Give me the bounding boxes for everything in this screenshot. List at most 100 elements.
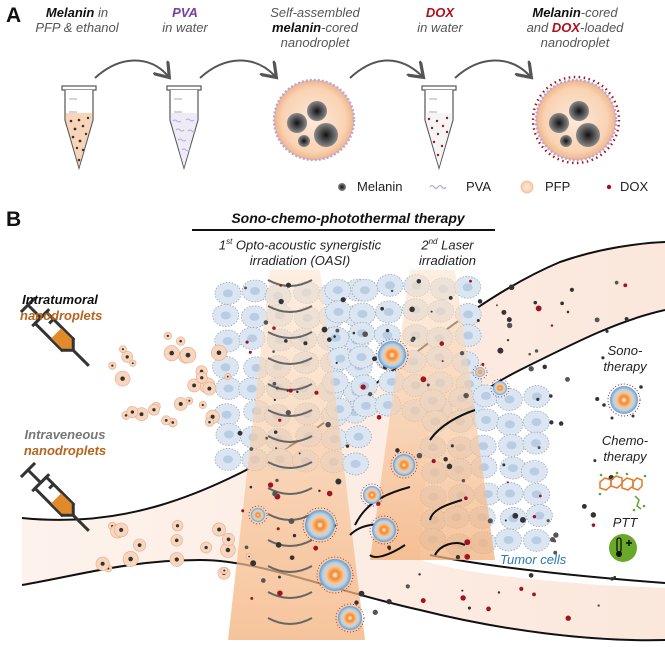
step-2-label: PVA in water <box>140 5 230 35</box>
tube-pva <box>166 85 202 171</box>
drug-particle <box>553 550 558 555</box>
step-3-line1: Self-assembled <box>270 5 360 20</box>
melanin-core <box>192 383 197 388</box>
drug-particle <box>495 304 498 307</box>
step-5-line3: nanodroplet <box>540 35 610 50</box>
microbubble <box>363 486 381 504</box>
microbubble <box>475 367 485 377</box>
drug-particle <box>335 361 338 364</box>
melanin-core <box>121 348 125 351</box>
drug-particle <box>352 331 356 335</box>
drug-particle <box>345 444 350 448</box>
therapy-title: Sono-chemo-photothermal therapy <box>231 210 465 226</box>
cell-nucleus <box>250 286 261 295</box>
dox-shell <box>375 338 409 372</box>
cell-nucleus <box>350 459 361 468</box>
drug-particle <box>275 447 278 450</box>
cell-nucleus <box>247 334 258 343</box>
step-1-label: Melanin in PFP & ethanol <box>22 5 132 35</box>
microbubble <box>378 341 406 369</box>
tumor-cells-label: Tumor cells <box>500 552 567 567</box>
drug-particle <box>426 383 430 387</box>
dox-term: DOX <box>425 5 455 20</box>
ultrasound-arc <box>267 305 313 313</box>
drug-particle <box>463 392 469 399</box>
melanin-core <box>174 557 179 562</box>
melanin-core <box>226 375 229 378</box>
drug-particle <box>395 448 400 453</box>
legend-pva: PVA <box>466 179 492 194</box>
line1: Intraveneous <box>24 427 106 442</box>
microbubble <box>372 518 396 542</box>
drug-particle <box>277 590 283 596</box>
drug-particle <box>469 279 472 283</box>
melanin-term: Melanin <box>532 5 581 20</box>
cell-nucleus <box>505 489 516 498</box>
laser-beam <box>370 270 495 560</box>
drug-particle <box>263 320 269 325</box>
tube-dox <box>421 85 457 171</box>
drug-particle <box>273 430 278 434</box>
drug-particle <box>476 318 480 323</box>
drug-particle <box>553 532 559 538</box>
ultrasound-arc <box>267 357 313 365</box>
drug-particle <box>477 299 483 304</box>
cell-nucleus <box>222 289 233 298</box>
drug-particle <box>528 366 534 372</box>
dox-molecule-icon <box>598 471 647 512</box>
drug-particle <box>284 339 288 343</box>
drug-particle <box>275 478 279 483</box>
drug-particle <box>420 376 427 383</box>
cell-nucleus <box>530 439 541 448</box>
pfp-circle-icon <box>520 180 534 194</box>
step-4-line2: in water <box>417 20 463 35</box>
drug-particle <box>481 362 485 366</box>
arrow-4 <box>454 59 530 78</box>
cell-nucleus <box>249 312 260 321</box>
drug-particle <box>390 289 394 293</box>
drug-particle <box>288 388 293 393</box>
drug-particle <box>519 586 524 591</box>
drug-particle <box>335 478 342 485</box>
cell-nucleus <box>463 331 474 340</box>
drug-particle <box>314 390 319 395</box>
drug-particle <box>535 305 542 312</box>
cell-nucleus <box>333 307 344 316</box>
step-2-line2: in water <box>162 20 208 35</box>
cell-nucleus <box>221 410 232 419</box>
drug-particle <box>272 491 278 497</box>
line2: irradiation <box>418 253 477 269</box>
melanin-core <box>175 524 180 528</box>
drug-particle <box>313 545 319 551</box>
melanin-core <box>100 561 105 566</box>
drug-particle <box>501 309 507 315</box>
drug-particle <box>461 479 466 483</box>
cell-nucleus <box>361 401 372 410</box>
drug-particle <box>260 578 266 583</box>
step-5-line2-pre: and <box>526 20 552 35</box>
syringe-intratumoral-icon <box>19 296 90 367</box>
drug-particle <box>275 542 282 548</box>
drug-particle <box>325 421 331 428</box>
drug-particle <box>461 589 464 592</box>
drug-particle <box>597 604 600 607</box>
drug-particle <box>358 590 365 597</box>
cell-nucleus <box>531 418 542 427</box>
drug-particle <box>464 539 471 546</box>
drug-particle <box>272 326 276 330</box>
drug-particle <box>508 284 515 291</box>
cell-nucleus <box>507 464 518 473</box>
melanin-core <box>225 547 231 553</box>
step-4-label: DOX in water <box>395 5 485 35</box>
cell-nucleus <box>246 384 257 393</box>
melanin-core <box>178 402 183 406</box>
ultrasound-arc <box>267 617 313 625</box>
pva-wave-icon <box>429 184 447 190</box>
drug-particle <box>497 347 504 354</box>
drug-particle <box>542 364 547 370</box>
drug-particle <box>553 539 557 543</box>
drug-particle <box>565 615 571 621</box>
drug-particle <box>321 326 328 333</box>
